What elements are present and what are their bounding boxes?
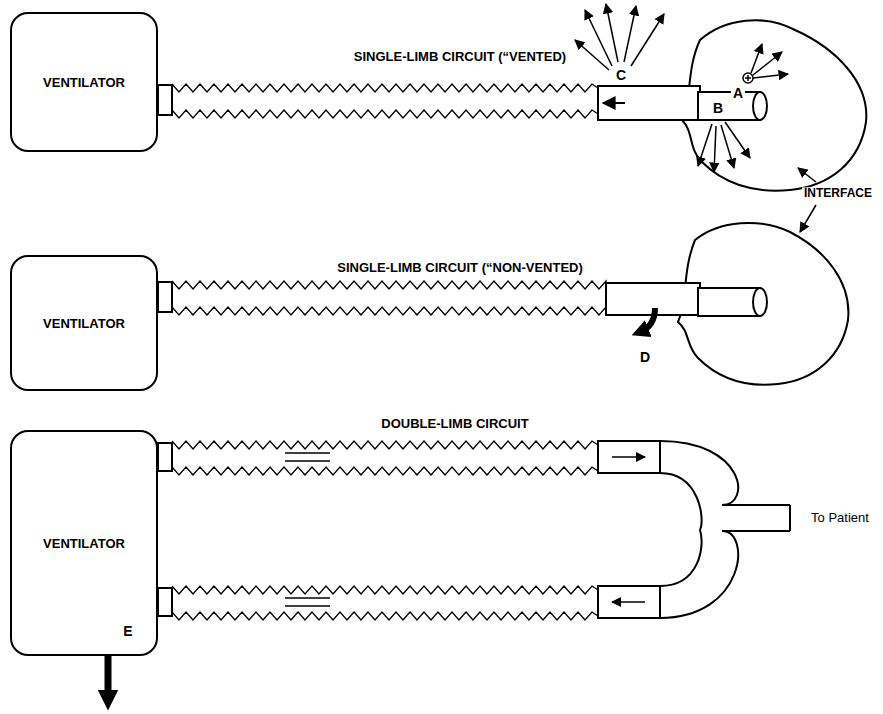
flow-arrow xyxy=(603,102,625,104)
tube-opening xyxy=(753,92,767,120)
device-label: VENTILATOR xyxy=(37,75,131,90)
interface-mask xyxy=(678,223,848,385)
tube-wall xyxy=(172,441,598,449)
patient-stub xyxy=(722,504,790,506)
flow-arrow xyxy=(612,601,645,603)
ventilator-box: VENTILATOR xyxy=(10,255,158,391)
exhaust-arrow xyxy=(640,308,655,332)
ventilator-port xyxy=(158,85,172,115)
leak-arrows xyxy=(575,4,816,232)
circuit-title: SINGLE-LIMB CIRCUIT (“VENTED) xyxy=(352,50,568,64)
patient-stub xyxy=(722,530,790,532)
callout-letter: E xyxy=(121,624,134,639)
callout-letter: C xyxy=(614,68,628,83)
device-label: VENTILATOR xyxy=(37,536,131,551)
ventilator-port xyxy=(158,443,172,471)
tube-wall xyxy=(172,586,598,594)
ventilator-box: VENTILATOR xyxy=(10,12,158,152)
wye-inner xyxy=(660,473,702,586)
part-name: INTERFACE xyxy=(802,187,874,200)
circuit-title: SINGLE-LIMB CIRCUIT (“NON-VENTED) xyxy=(335,261,585,275)
exhalation-port-piece xyxy=(598,86,700,120)
callout-letter: B xyxy=(711,101,725,116)
tube-wall xyxy=(172,110,598,118)
tube-wall xyxy=(172,307,606,315)
mask-tube xyxy=(698,92,760,120)
flow-arrow xyxy=(612,456,645,458)
corrugated-tubing xyxy=(172,84,606,620)
valve-mark xyxy=(285,605,330,607)
callout-letter: D xyxy=(638,350,652,365)
tube-wall xyxy=(172,612,598,620)
device-label: VENTILATOR xyxy=(37,316,131,331)
tube-wall xyxy=(172,281,606,289)
tube-opening xyxy=(753,288,767,316)
valve-mark xyxy=(285,460,330,462)
ventilator-box: VENTILATOR xyxy=(10,430,158,656)
wye-piece xyxy=(660,441,738,618)
interface-mask xyxy=(682,20,866,190)
patient-stub xyxy=(789,505,791,531)
mask-tube xyxy=(698,288,760,316)
callout-letter: A xyxy=(731,86,745,101)
circuit-title: DOUBLE-LIMB CIRCUIT xyxy=(379,417,530,431)
part-name: To Patient xyxy=(809,511,871,525)
wye-outlet xyxy=(598,586,660,618)
wye-inlet xyxy=(598,441,660,473)
ventilator-port xyxy=(158,588,172,616)
valve-mark xyxy=(285,452,330,454)
tube-wall xyxy=(172,84,598,92)
tube-wall xyxy=(172,467,598,475)
valve-mark xyxy=(285,597,330,599)
ventilator-port xyxy=(158,282,172,312)
